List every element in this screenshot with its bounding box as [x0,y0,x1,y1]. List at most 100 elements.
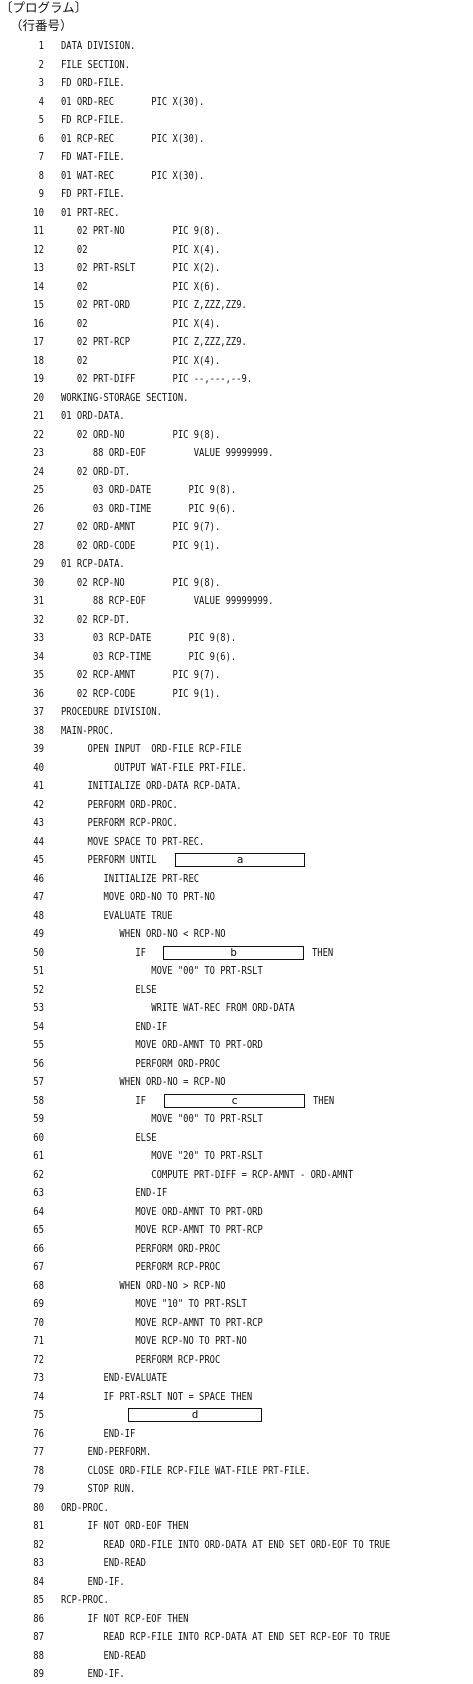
code-line: 76 END-IF [0,1425,473,1444]
code-line: 28 02 ORD-CODE PIC 9(1). [0,537,473,556]
code-text: 01 RCP-DATA. [61,558,125,570]
code-line: 41 INITIALIZE ORD-DATA RCP-DATA. [0,777,473,796]
line-number: 17 [33,336,44,348]
code-text: MOVE RCP-AMNT TO PRT-RCP [61,1316,263,1329]
code-text: PERFORM RCP-PROC [61,1261,221,1273]
code-text: MOVE ORD-AMNT TO PRT-ORD [61,1039,263,1051]
code-line: 39 OPEN INPUT ORD-FILE RCP-FILE [0,740,473,759]
code-text: MOVE "00" TO PRT-RSLT [61,1113,263,1125]
code-line: 67 PERFORM RCP-PROC [0,1258,473,1277]
line-number: 64 [33,1205,44,1218]
code-line: 16 02 PIC X(4). [0,315,473,334]
code-text: MOVE SPACE TO PRT-REC. [61,835,205,848]
code-text: MOVE "20" TO PRT-RSLT [61,1150,263,1162]
code-line: 26 03 ORD-TIME PIC 9(6). [0,500,473,519]
code-text: INITIALIZE ORD-DATA RCP-DATA. [61,780,242,792]
code-line: 25 03 ORD-DATE PIC 9(8). [0,481,473,500]
code-line: 55 MOVE ORD-AMNT TO PRT-ORD [0,1036,473,1055]
line-number: 22 [33,428,44,441]
line-number: 68 [33,1279,44,1292]
line-number: 38 [33,724,44,737]
code-text: 01 ORD-REC PIC X(30). [61,95,205,108]
line-number: 65 [33,1224,44,1236]
code-text: 02 ORD-DT. [61,465,131,478]
line-number: 57 [33,1076,44,1088]
line-number: 11 [33,225,44,237]
code-line: 89 END-IF. [0,1665,473,1684]
code-text: 02 PIC X(4). [61,354,221,367]
code-text: 03 RCP-DATE PIC 9(8). [61,632,237,644]
line-number: 15 [33,299,44,311]
code-text: END-PERFORM. [61,1446,152,1458]
line-number: 88 [33,1649,44,1662]
code-line: 68 WHEN ORD-NO > RCP-NO [0,1277,473,1296]
code-text: END-IF. [61,1575,125,1588]
code-line: 30 02 RCP-NO PIC 9(8). [0,574,473,593]
line-number: 46 [33,872,44,885]
line-number: 13 [33,262,44,274]
code-text: IF PRT-RSLT NOT = SPACE THEN [61,1390,253,1403]
line-number: 16 [33,317,44,330]
line-number: 45 [33,854,44,866]
code-text: 02 PRT-NO PIC 9(8). [61,225,221,237]
line-number: 30 [33,576,44,589]
code-text: FD ORD-FILE. [61,77,125,89]
code-line: 27 02 ORD-AMNT PIC 9(7). [0,518,473,537]
line-number: 54 [33,1020,44,1033]
code-line: 34 03 RCP-TIME PIC 9(6). [0,648,473,667]
code-line: 19 02 PRT-DIFF PIC --,---,--9. [0,370,473,389]
line-number: 37 [33,706,44,718]
code-line: 84 END-IF. [0,1573,473,1592]
code-text: MOVE "10" TO PRT-RSLT [61,1298,247,1310]
line-number: 9 [38,188,44,200]
code-text: 02 RCP-NO PIC 9(8). [61,576,221,589]
code-text: OUTPUT WAT-FILE PRT-FILE. [61,761,247,774]
line-number: 58 [33,1094,44,1107]
line-number: 51 [33,965,44,977]
code-text: 01 WAT-REC PIC X(30). [61,169,205,182]
code-text: IF NOT RCP-EOF THEN [61,1612,189,1625]
line-number: 20 [33,391,44,404]
code-line: 65 MOVE RCP-AMNT TO PRT-RCP [0,1221,473,1240]
code-line: 13 02 PRT-RSLT PIC X(2). [0,259,473,278]
code-line: 11 02 PRT-NO PIC 9(8). [0,222,473,241]
code-text: READ RCP-FILE INTO RCP-DATA AT END SET R… [61,1631,391,1643]
code-text: ELSE [61,1131,157,1144]
line-number: 39 [33,743,44,755]
line-number: 72 [33,1353,44,1366]
code-text: 03 ORD-DATE PIC 9(8). [61,484,237,496]
line-number: 35 [33,669,44,681]
code-line: 62 COMPUTE PRT-DIFF = RCP-AMNT - ORD-AMN… [0,1166,473,1185]
line-number: 34 [33,650,44,663]
code-line: 77 END-PERFORM. [0,1443,473,1462]
line-number: 48 [33,909,44,922]
code-line: 83 END-READ [0,1554,473,1573]
code-text: PERFORM UNTIL [61,854,157,866]
line-number-heading: （行番号） [10,18,73,33]
code-line: 82 READ ORD-FILE INTO ORD-DATA AT END SE… [0,1536,473,1555]
code-line: 54 END-IF [0,1018,473,1037]
code-text: DATA DIVISION. [61,40,136,52]
code-text: 01 ORD-DATA. [61,410,125,422]
code-line: 88 END-READ [0,1647,473,1666]
line-number: 21 [33,410,44,422]
code-line: 63 END-IF [0,1184,473,1203]
code-line: 48 EVALUATE TRUE [0,907,473,926]
code-text: PERFORM ORD-PROC [61,1057,221,1070]
line-number: 26 [33,502,44,515]
line-number: 1 [38,40,44,52]
code-line: 31 88 RCP-EOF VALUE 99999999. [0,592,473,611]
code-line: 15 02 PRT-ORD PIC Z,ZZZ,ZZ9. [0,296,473,315]
line-number: 2 [38,58,44,71]
line-number: 43 [33,817,44,829]
code-line: 70 MOVE RCP-AMNT TO PRT-RCP [0,1314,473,1333]
code-text: OPEN INPUT ORD-FILE RCP-FILE [61,743,242,755]
line-number: 8 [38,169,44,182]
code-text: FD PRT-FILE. [61,188,125,200]
